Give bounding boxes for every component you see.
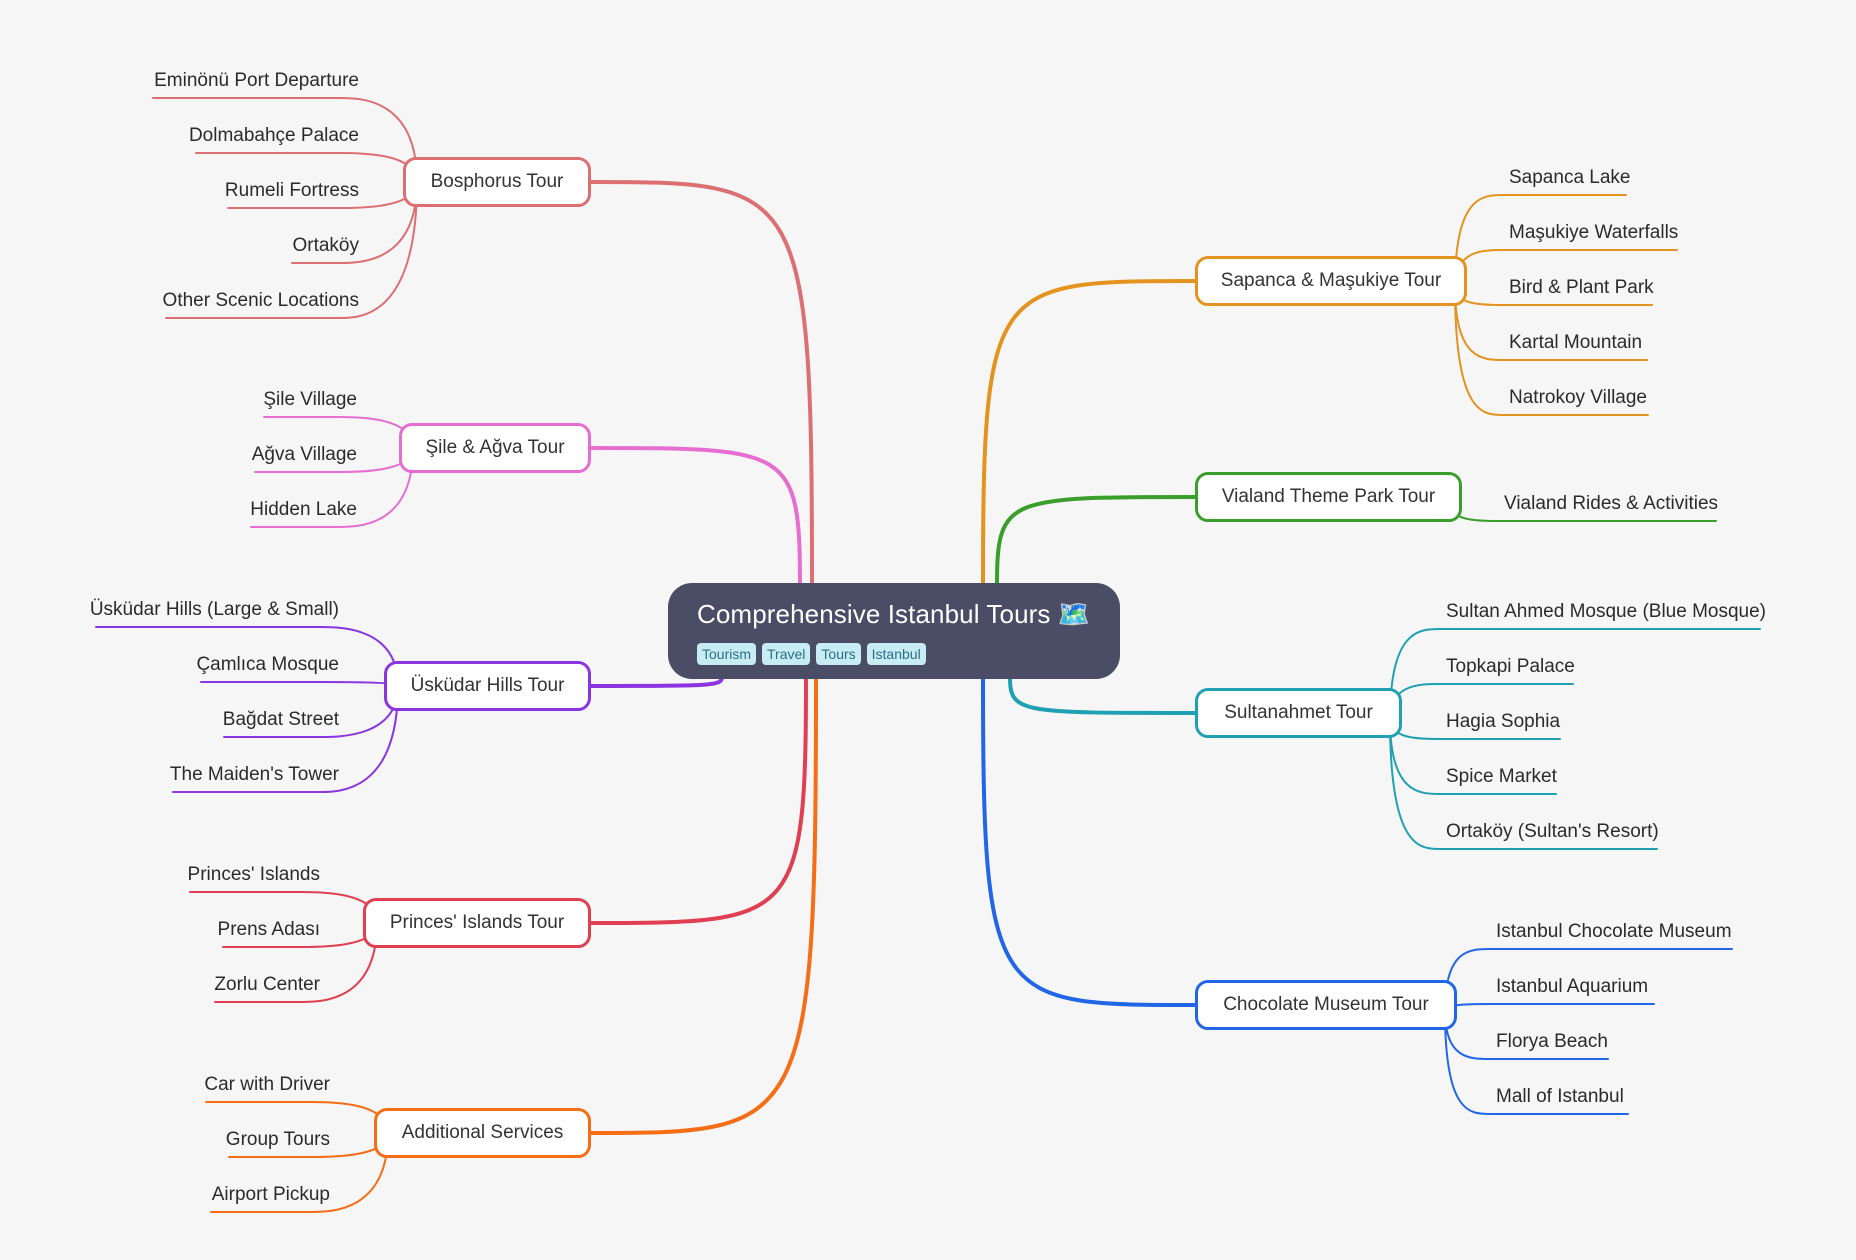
central-topic[interactable]: Comprehensive Istanbul Tours 🗺️ Tourism … (668, 583, 1120, 679)
subtopic-group-tours[interactable]: Group Tours (225, 1129, 330, 1150)
connector-vialand-theme-park-tour (995, 495, 1197, 587)
topic-vialand-theme-park-tour[interactable]: Vialand Theme Park Tour (1195, 472, 1462, 522)
subtopic-eminonu-port-departure[interactable]: Eminönü Port Departure (154, 70, 359, 91)
connector-sile-agva-tour (589, 446, 802, 588)
subtopic-bird-plant-park[interactable]: Bird & Plant Park (1509, 277, 1654, 298)
leaf-connector-the-maiden-s-tower (172, 685, 399, 793)
subtopic-kartal-mountain[interactable]: Kartal Mountain (1509, 332, 1643, 353)
tag-istanbul[interactable]: Istanbul (866, 643, 926, 665)
subtopic-agva-village[interactable]: Ağva Village (251, 444, 357, 465)
topic-sapanca-masukiye-tour[interactable]: Sapanca & Maşukiye Tour (1195, 256, 1467, 306)
subtopic-ortakoy[interactable]: Ortaköy (292, 235, 359, 256)
topic-chocolate-museum-tour[interactable]: Chocolate Museum Tour (1195, 980, 1457, 1030)
subtopic-car-with-driver[interactable]: Car with Driver (204, 1074, 330, 1095)
subtopic-florya-beach[interactable]: Florya Beach (1496, 1031, 1608, 1052)
subtopic-hagia-sophia[interactable]: Hagia Sophia (1446, 711, 1561, 732)
leaf-connector-spice-market (1389, 718, 1557, 795)
subtopic-prens-adas[interactable]: Prens Adası (217, 919, 320, 940)
subtopic-airport-pickup[interactable]: Airport Pickup (211, 1184, 330, 1205)
subtopic-istanbul-chocolate-museum[interactable]: Istanbul Chocolate Museum (1496, 921, 1732, 942)
subtopic-other-scenic-locations[interactable]: Other Scenic Locations (162, 290, 359, 311)
leaf-connector-mall-of-istanbul (1444, 1010, 1629, 1115)
leaf-connector-other-scenic-locations (165, 181, 418, 319)
subtopic-bagdat-street[interactable]: Bağdat Street (222, 709, 339, 730)
tag-tourism[interactable]: Tourism (697, 643, 757, 665)
subtopic-topkapi-palace[interactable]: Topkapi Palace (1446, 656, 1575, 677)
connector-sapanca-masukiye-tour (981, 279, 1197, 587)
connector-chocolate-museum-tour (981, 675, 1197, 1007)
subtopic-princes-islands[interactable]: Princes' Islands (187, 864, 320, 885)
subtopic-sapanca-lake[interactable]: Sapanca Lake (1509, 167, 1631, 188)
subtopic-natrokoy-village[interactable]: Natrokoy Village (1509, 387, 1648, 408)
leaf-connector-ortakoy (291, 181, 418, 264)
subtopic-spice-market[interactable]: Spice Market (1446, 766, 1557, 787)
subtopic-zorlu-center[interactable]: Zorlu Center (214, 974, 320, 995)
connector-uskudar-hills-tour (589, 675, 724, 688)
topic-uskudar-hills-tour[interactable]: Üsküdar Hills Tour (384, 661, 591, 711)
topic-princes-islands-tour[interactable]: Princes' Islands Tour (363, 898, 591, 948)
leaf-connector-airport-pickup (210, 1132, 389, 1213)
subtopic-dolmabahce-palace[interactable]: Dolmabahçe Palace (188, 125, 359, 146)
subtopic-hidden-lake[interactable]: Hidden Lake (250, 499, 357, 520)
leaf-connector-natrokoy-village (1454, 286, 1649, 416)
leaf-connector-zorlu-center (214, 922, 378, 1003)
tag-list: Tourism Travel Tours Istanbul (697, 643, 926, 665)
subtopic-caml-ca-mosque[interactable]: Çamlıca Mosque (196, 654, 339, 675)
topic-sultanahmet-tour[interactable]: Sultanahmet Tour (1195, 688, 1402, 738)
leaf-connector-eminonu-port-departure (152, 97, 418, 183)
leaf-connector-istanbul-aquarium (1444, 1003, 1655, 1012)
topic-bosphorus-tour[interactable]: Bosphorus Tour (403, 157, 591, 207)
leaf-connector-caml-ca-mosque (200, 681, 399, 687)
subtopic-sultan-ahmed-mosque-blue-mosque[interactable]: Sultan Ahmed Mosque (Blue Mosque) (1446, 601, 1767, 622)
subtopic-rumeli-fortress[interactable]: Rumeli Fortress (224, 180, 359, 201)
subtopic-vialand-rides-activities[interactable]: Vialand Rides & Activities (1504, 493, 1719, 514)
connector-sultanahmet-tour (1008, 675, 1197, 715)
connector-additional-services (589, 675, 818, 1135)
subtopic-the-maiden-s-tower[interactable]: The Maiden's Tower (169, 764, 339, 785)
leaf-connector-dolmabahce-palace (195, 152, 418, 183)
subtopic-masukiye-waterfalls[interactable]: Maşukiye Waterfalls (1509, 222, 1679, 243)
leaf-connector-ortakoy-sultan-s-resort (1389, 718, 1658, 850)
central-topic-title: Comprehensive Istanbul Tours 🗺️ (697, 599, 1091, 629)
tag-tours[interactable]: Tours (816, 643, 861, 665)
subtopic-sile-village[interactable]: Şile Village (263, 389, 357, 410)
connector-bosphorus-tour (589, 180, 814, 587)
leaf-connector-hidden-lake (250, 447, 414, 528)
subtopic-uskudar-hills-large-small[interactable]: Üsküdar Hills (Large & Small) (89, 599, 339, 620)
topic-additional-services[interactable]: Additional Services (374, 1108, 591, 1158)
subtopic-mall-of-istanbul[interactable]: Mall of Istanbul (1496, 1086, 1624, 1107)
subtopic-istanbul-aquarium[interactable]: Istanbul Aquarium (1496, 976, 1649, 997)
topic-sile-agva-tour[interactable]: Şile & Ağva Tour (399, 423, 591, 473)
tag-travel[interactable]: Travel (762, 643, 811, 665)
subtopic-ortakoy-sultan-s-resort[interactable]: Ortaköy (Sultan's Resort) (1446, 821, 1659, 842)
connector-princes-islands-tour (589, 674, 808, 925)
